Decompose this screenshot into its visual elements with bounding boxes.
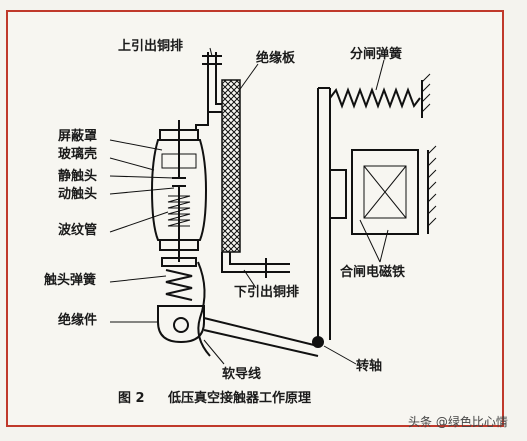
pivot	[312, 336, 324, 348]
shield	[161, 153, 197, 169]
label-moving-contact: 动触头	[58, 186, 97, 202]
magnet-mount-hatch	[427, 145, 437, 227]
static-contact	[172, 120, 186, 179]
label-flexible-wire: 软导线	[222, 366, 261, 382]
label-shield: 屏蔽罩	[58, 128, 97, 144]
upper-busbar	[207, 52, 222, 113]
electromagnet-core	[363, 165, 407, 219]
bellows	[167, 195, 191, 227]
leader-lines	[109, 47, 389, 365]
figure-title: 低压真空接触器工作原理	[167, 390, 311, 406]
spring-anchor-hatch	[421, 73, 431, 113]
opening-spring	[329, 87, 421, 109]
label-lower-busbar: 下引出铜排	[234, 284, 299, 300]
insulating-part-pin	[173, 317, 189, 333]
label-pivot: 转轴	[356, 358, 382, 374]
upper-busbar-link	[195, 112, 209, 130]
watermark: 头条 @绿色比心情	[408, 414, 508, 429]
lever-link	[203, 317, 319, 357]
figure-number: 图 2	[118, 391, 145, 406]
closing-electromagnet	[351, 149, 419, 235]
figure-frame	[6, 10, 504, 427]
lower-busbar	[221, 252, 290, 273]
spring-plate	[161, 257, 197, 267]
label-contact-spring: 触头弹簧	[43, 272, 96, 288]
label-closing-electromagnet: 合闸电磁铁	[340, 264, 405, 280]
glass-shell	[150, 139, 208, 241]
upper-busbar-terminal	[202, 55, 222, 65]
label-insulating-part: 绝缘件	[58, 312, 97, 328]
label-closing-spring: 分闸弹簧	[350, 46, 402, 62]
label-upper-busbar: 上引出铜排	[118, 38, 183, 54]
flexible-wire	[197, 261, 211, 357]
lever-arm	[317, 87, 331, 340]
contact-spring	[165, 269, 193, 301]
armature	[329, 169, 347, 219]
insulation-board	[221, 79, 241, 253]
electromagnet-coil	[363, 165, 407, 219]
insulating-part	[157, 305, 205, 344]
label-insulation-board: 绝缘板	[256, 50, 296, 66]
label-bellows: 波纹管	[58, 222, 97, 238]
label-glass-shell: 玻璃壳	[58, 146, 97, 162]
label-static-contact: 静触头	[58, 168, 97, 184]
